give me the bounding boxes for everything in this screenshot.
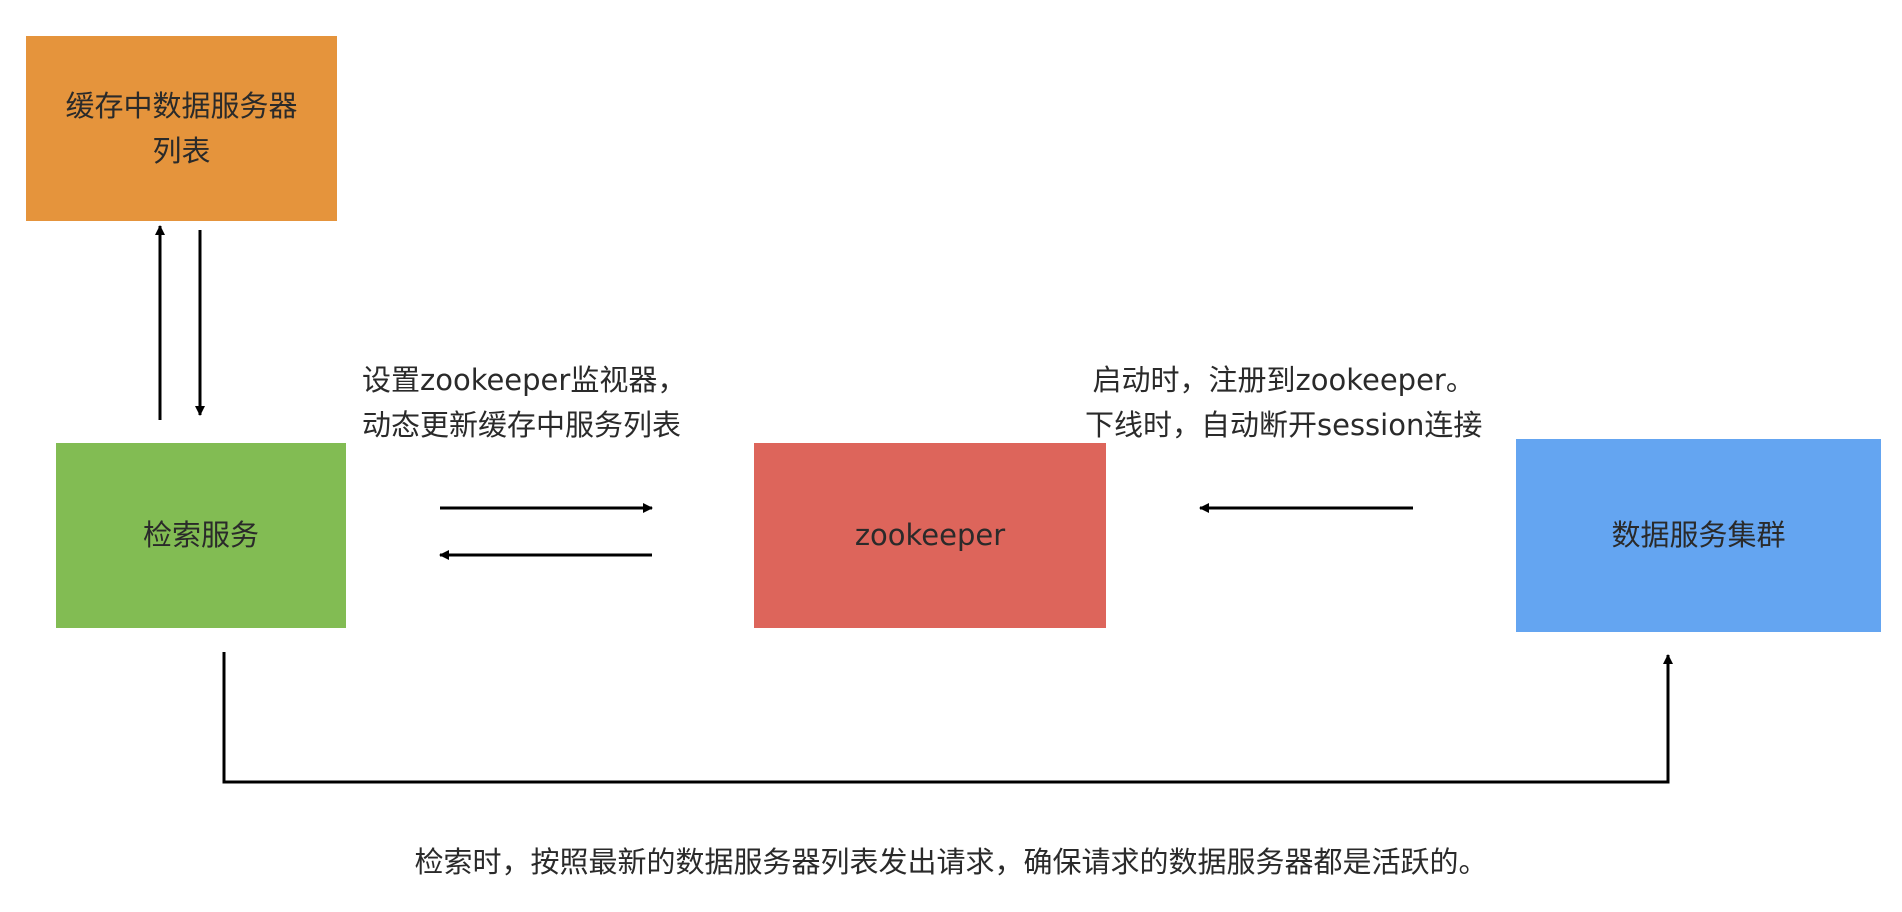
- register-label-line1: 启动时，注册到zookeeper。: [1092, 363, 1475, 397]
- cache-label-line1: 缓存中数据服务器: [65, 88, 298, 123]
- data-service-cluster-label: 数据服务集群: [1611, 518, 1786, 553]
- search-service-node: 检索服务: [56, 443, 346, 628]
- watch-edge-label: 设置zookeeper监视器， 动态更新缓存中服务列表: [362, 358, 686, 448]
- request-label-text: 检索时，按照最新的数据服务器列表发出请求，确保请求的数据服务器都是活跃的。: [414, 845, 1488, 879]
- search-service-label: 检索服务: [142, 518, 259, 553]
- cache-server-list-node: 缓存中数据服务器 列表: [26, 36, 337, 221]
- zookeeper-label: zookeeper: [854, 518, 1006, 553]
- watch-label-line1: 设置zookeeper监视器，: [362, 363, 687, 397]
- register-label-line2: 下线时，自动断开session连接: [1085, 408, 1483, 442]
- arrow-search-to-cluster: [222, 652, 1673, 784]
- zookeeper-node: zookeeper: [754, 443, 1106, 628]
- register-edge-label: 启动时，注册到zookeeper。 下线时，自动断开session连接: [1085, 358, 1482, 448]
- data-service-cluster-node: 数据服务集群: [1516, 439, 1881, 632]
- cache-label-line2: 列表: [152, 133, 211, 168]
- watch-label-line2: 动态更新缓存中服务列表: [362, 408, 682, 442]
- request-edge-label: 检索时，按照最新的数据服务器列表发出请求，确保请求的数据服务器都是活跃的。: [0, 840, 1902, 885]
- cache-server-list-label: 缓存中数据服务器 列表: [65, 84, 297, 174]
